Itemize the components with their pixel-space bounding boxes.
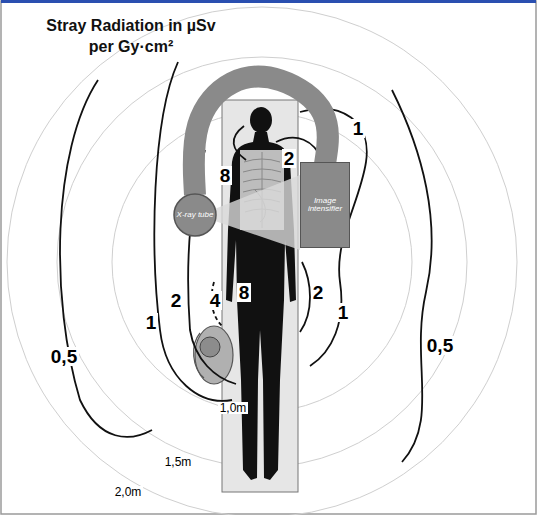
distance-label: 1,5m (163, 456, 194, 468)
distance-label: 2,0m (113, 486, 144, 498)
dose-value: 1 (144, 313, 159, 332)
dose-value: 0,5 (425, 336, 455, 355)
title: Stray Radiation in µSv per Gy·cm² (36, 16, 226, 58)
frame-top (1, 0, 536, 3)
dose-value: 0,5 (49, 347, 79, 366)
dose-value: 2 (282, 149, 297, 168)
isodose-curves (60, 62, 432, 462)
dose-value: 8 (237, 283, 252, 302)
dose-value: 8 (218, 166, 233, 185)
image-intensifier: Image intensifier (300, 162, 350, 248)
patient-silhouette (226, 107, 296, 480)
x-ray-tube: X-ray tube (173, 193, 217, 237)
distance-label: 1,0m (218, 402, 249, 414)
dose-value: 1 (336, 303, 351, 322)
distance-rings (7, 7, 517, 515)
dose-value: 1 (351, 119, 366, 138)
patient-table (222, 100, 298, 492)
device-label: Image intensifier (304, 197, 346, 214)
x-ray-beam (212, 175, 300, 250)
device-label: X-ray tube (177, 211, 214, 219)
dose-value: 2 (311, 283, 326, 302)
dose-value: 2 (169, 291, 184, 310)
dose-value: 4 (208, 291, 223, 310)
